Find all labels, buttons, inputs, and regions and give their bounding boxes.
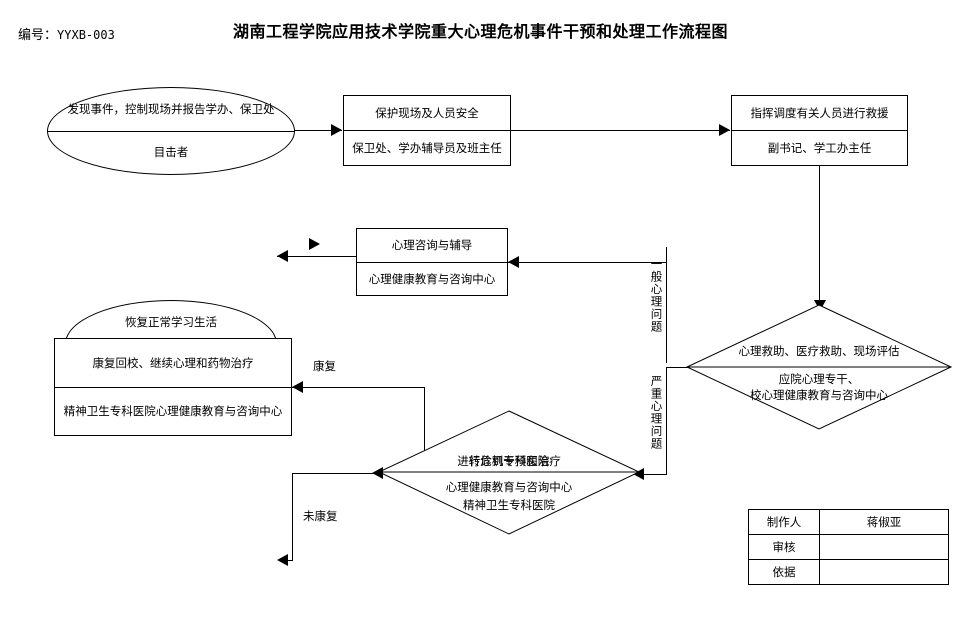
connector-recovered-riser <box>424 387 425 462</box>
node-rescue-assess-line2: 应院心理专干、 <box>778 372 860 386</box>
node-counseling-line2: 心理健康教育与咨询中心 <box>368 271 496 286</box>
node-protect-scene: 保护现场及人员安全 保卫处、学办辅导员及班主任 <box>343 95 511 166</box>
signoff-label-0: 制作人 <box>748 509 820 535</box>
node-counseling-line1: 心理咨询与辅导 <box>391 238 473 253</box>
node-back-to-school-line2: 精神卫生专科医院心理健康教育与咨询中心 <box>63 404 283 419</box>
signoff-value-1 <box>819 534 949 560</box>
node-rescue-assess: 心理救助、医疗救助、现场评估 应院心理专干、 校心理健康教育与咨询中心 <box>685 304 953 430</box>
ellipse-divider <box>48 131 294 132</box>
table-row: 审核 <box>748 534 949 560</box>
connector-crisis-left <box>292 473 380 474</box>
node-witness: 发现事件，控制现场并报告学办、保卫处 目击者 <box>47 87 295 175</box>
node-command-rescue: 指挥调度有关人员进行救援 副书记、学工办主任 <box>731 95 908 166</box>
node-rescue-assess-line1: 心理救助、医疗救助、现场评估 <box>738 344 900 358</box>
signoff-value-0: 蒋俶亚 <box>819 509 949 535</box>
connector-counseling-to-recover <box>277 256 356 257</box>
edge-label-general-psych: 一般心理问题 <box>649 258 664 333</box>
rect-divider <box>732 130 907 131</box>
arrowhead-counseling-to-recover <box>277 250 288 262</box>
connector-severe-psych-horizontal <box>637 474 667 475</box>
arrowhead-counseling-marker <box>309 238 320 250</box>
arrowhead-general-to-counseling <box>508 256 519 268</box>
node-witness-line2: 目击者 <box>153 145 189 160</box>
connector-general-psych-horizontal <box>508 262 667 263</box>
node-protect-scene-line1: 保护现场及人员安全 <box>375 105 479 120</box>
connector-not-recovered-vertical <box>292 473 293 561</box>
arrowhead-witness-to-protect <box>331 124 342 136</box>
node-command-rescue-line1: 指挥调度有关人员进行救援 <box>750 105 889 120</box>
connector-recovered <box>292 387 424 388</box>
connector-assessment-left-stub <box>666 367 688 368</box>
node-crisis-treatment-line1b: 转诊到专科医院 <box>468 454 550 468</box>
rect-divider <box>357 261 507 263</box>
node-counseling: 心理咨询与辅导 心理健康教育与咨询中心 <box>356 228 508 296</box>
signoff-label-1: 审核 <box>748 534 820 560</box>
connector-severe-psych-vertical <box>666 367 667 475</box>
edge-label-recovered: 康复 <box>313 359 336 373</box>
document-number-value: YYXB-003 <box>57 28 115 42</box>
diamond-shape <box>685 304 953 430</box>
signoff-table: 制作人 蒋俶亚 审核 依据 <box>748 509 949 585</box>
diamond-shape <box>377 410 641 535</box>
node-crisis-treatment-line2: 心理健康教育与咨询中心 <box>445 480 573 494</box>
rect-divider <box>344 130 510 131</box>
connector-witness-to-protect <box>295 130 342 131</box>
signoff-label-2: 依据 <box>748 559 820 585</box>
node-back-to-school: 康复回校、继续心理和药物治疗 精神卫生专科医院心理健康教育与咨询中心 <box>54 338 292 436</box>
page-title: 湖南工程学院应用技术学院重大心理危机事件干预和处理工作流程图 <box>232 22 728 41</box>
arrowhead-not-recovered <box>277 554 288 566</box>
node-witness-line1: 发现事件，控制现场并报告学办、保卫处 <box>67 102 275 117</box>
node-crisis-treatment-line1a: 进行危机干预和治疗 <box>457 454 561 468</box>
rect-divider <box>55 386 291 388</box>
table-row: 制作人 蒋俶亚 <box>748 509 949 535</box>
node-crisis-treatment: 进行危机干预和治疗 转诊到专科医院 心理健康教育与咨询中心 精神卫生专科医院 <box>377 410 641 535</box>
connector-general-psych-vertical <box>666 248 667 363</box>
node-protect-scene-line2: 保卫处、学办辅导员及班主任 <box>352 140 502 155</box>
node-crisis-treatment-line3: 精神卫生专科医院 <box>463 498 555 512</box>
node-back-to-school-line1: 康复回校、继续心理和药物治疗 <box>92 355 254 370</box>
document-number: 编号：YYXB-003 <box>18 24 115 43</box>
connector-protect-to-command <box>511 130 730 131</box>
node-rescue-assess-line3: 校心理健康教育与咨询中心 <box>750 388 888 402</box>
arrowhead-protect-to-command <box>719 124 730 136</box>
connector-command-to-assessment <box>819 166 820 311</box>
node-command-rescue-line2: 副书记、学工办主任 <box>767 140 872 155</box>
edge-label-severe-psych: 严重心理问题 <box>649 375 664 450</box>
signoff-value-2 <box>819 559 949 585</box>
arrowhead-recovered <box>292 381 303 393</box>
node-recover-normal-line1: 恢复正常学习生活 <box>125 315 217 330</box>
document-number-label: 编号： <box>18 28 58 43</box>
edge-label-not-recovered: 未康复 <box>303 509 338 523</box>
table-row: 依据 <box>748 559 949 585</box>
connector-general-psych-corner <box>666 247 667 248</box>
arrowhead-severe-to-crisis <box>633 468 644 480</box>
